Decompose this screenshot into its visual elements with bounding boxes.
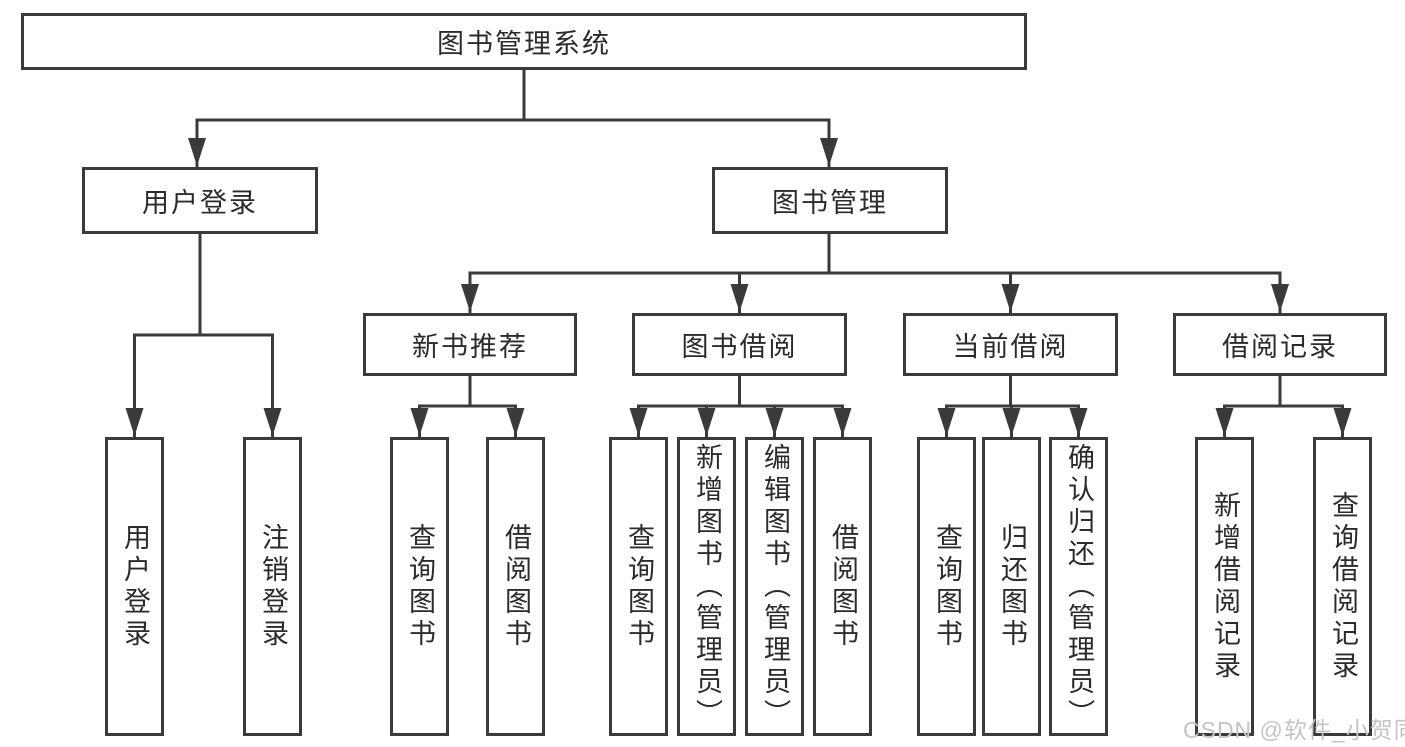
leaf-recommend-borrow-books: 借阅图书 bbox=[486, 437, 545, 736]
leaf-edit-books-admin: 编辑图书（管理员） bbox=[745, 437, 804, 736]
leaf-user-login: 用户登录 bbox=[105, 437, 164, 736]
connector-root-to-level2 bbox=[188, 67, 838, 168]
leaf-recommend-borrow-books-label: 借阅图书 bbox=[501, 522, 531, 651]
node-book-borrowing: 图书借阅 bbox=[632, 313, 847, 376]
leaf-recommend-query-books: 查询图书 bbox=[390, 437, 449, 736]
leaf-current-query-books: 查询图书 bbox=[917, 437, 976, 736]
leaf-borrowing-query-books-label: 查询图书 bbox=[624, 522, 654, 651]
connector-login-children bbox=[125, 232, 282, 438]
leaf-return-books: 归还图书 bbox=[982, 437, 1041, 736]
node-current-borrowing-label: 当前借阅 bbox=[952, 332, 1069, 362]
node-book-borrowing-label: 图书借阅 bbox=[681, 332, 798, 362]
leaf-confirm-return-admin: 确认归还（管理员） bbox=[1049, 437, 1108, 736]
leaf-query-borrow-record-label: 查询借阅记录 bbox=[1328, 490, 1358, 683]
leaf-recommend-query-books-label: 查询图书 bbox=[405, 522, 435, 651]
leaf-borrowing-query-books: 查询图书 bbox=[609, 437, 668, 736]
leaf-logout-label: 注销登录 bbox=[258, 522, 288, 651]
node-book-management-label: 图书管理 bbox=[772, 188, 888, 218]
node-root: 图书管理系统 bbox=[21, 13, 1027, 70]
node-borrowing-records-label: 借阅记录 bbox=[1222, 332, 1338, 362]
leaf-current-query-books-label: 查询图书 bbox=[932, 522, 962, 651]
node-borrowing-records: 借阅记录 bbox=[1173, 313, 1387, 376]
node-book-management: 图书管理 bbox=[712, 167, 948, 234]
leaf-return-books-label: 归还图书 bbox=[997, 522, 1027, 651]
node-user-login-label: 用户登录 bbox=[142, 188, 258, 218]
node-current-borrowing: 当前借阅 bbox=[903, 313, 1118, 376]
connector-manage-children bbox=[461, 232, 1289, 314]
connector-recommend-children bbox=[410, 374, 525, 438]
node-new-book-recommend: 新书推荐 bbox=[363, 313, 577, 376]
leaf-add-books-admin: 新增图书（管理员） bbox=[677, 437, 736, 736]
leaf-user-login-label: 用户登录 bbox=[120, 522, 150, 651]
leaf-borrow-books-label: 借阅图书 bbox=[828, 522, 858, 651]
leaf-confirm-return-admin-label: 确认归还（管理员） bbox=[1064, 442, 1094, 731]
leaf-query-borrow-record: 查询借阅记录 bbox=[1313, 437, 1372, 736]
leaf-edit-books-admin-label: 编辑图书（管理员） bbox=[760, 442, 790, 731]
leaf-borrow-books: 借阅图书 bbox=[813, 437, 872, 736]
node-new-book-recommend-label: 新书推荐 bbox=[412, 332, 528, 362]
leaf-add-borrow-record: 新增借阅记录 bbox=[1195, 437, 1254, 736]
node-root-label: 图书管理系统 bbox=[437, 29, 611, 59]
connector-current-children bbox=[937, 374, 1088, 438]
node-user-login: 用户登录 bbox=[82, 167, 318, 234]
connector-borrowing-children bbox=[629, 374, 852, 438]
leaf-add-borrow-record-label: 新增借阅记录 bbox=[1210, 490, 1240, 683]
leaf-logout: 注销登录 bbox=[243, 437, 302, 736]
csdn-watermark: CSDN @软件_小贺同学 bbox=[1183, 717, 1405, 743]
connector-records-children bbox=[1215, 374, 1352, 438]
leaf-add-books-admin-label: 新增图书（管理员） bbox=[692, 442, 722, 731]
